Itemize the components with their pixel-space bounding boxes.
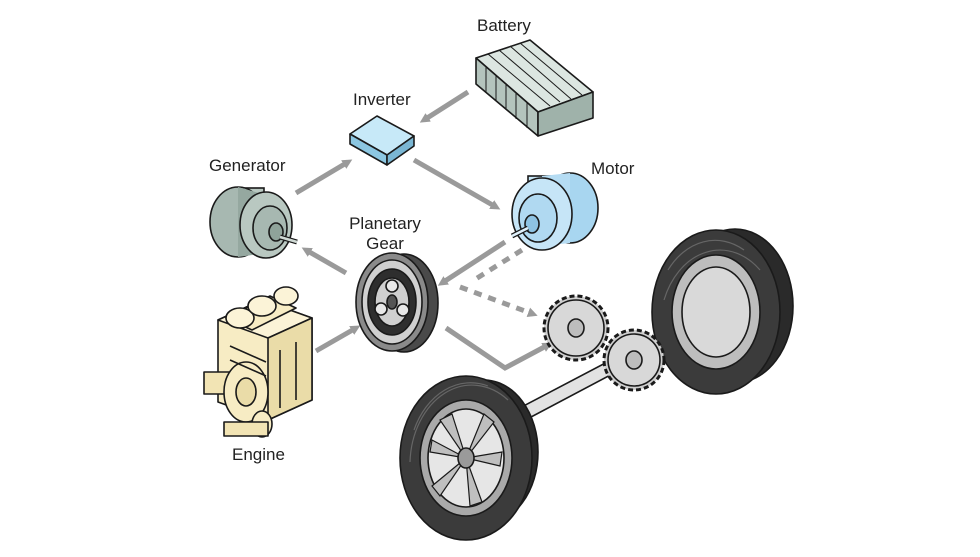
arrow-motor-to-axle-dashed [472, 247, 524, 283]
arrow-engine-to-gear [314, 325, 361, 354]
planetary-gear-label-line1: Planetary [349, 214, 421, 233]
planetary-gear-illustration [355, 252, 439, 353]
flow-arrows [294, 89, 553, 371]
arrow-generator-to-inverter [294, 159, 353, 196]
motor-illustration [510, 172, 599, 251]
generator-label: Generator [209, 156, 286, 175]
arrow-inverter-to-motor [412, 157, 501, 210]
motor-label: Motor [591, 159, 635, 178]
battery-label: Battery [477, 16, 531, 35]
battery-illustration [475, 39, 594, 137]
engine-illustration [203, 286, 313, 438]
arrow-motor-to-wheels-dashed [459, 284, 538, 317]
engine-label: Engine [232, 445, 285, 464]
inverter-label: Inverter [353, 90, 411, 109]
planetary-gear-label: Planetary Gear [340, 214, 430, 254]
planetary-gear-label-line2: Gear [366, 234, 404, 253]
rear-wheel-illustration [651, 228, 794, 395]
arrow-gear-to-wheels [444, 325, 553, 371]
generator-illustration [209, 186, 298, 259]
arrow-gear-to-generator [301, 247, 348, 276]
arrow-motor-to-gear [437, 239, 507, 286]
front-wheel-illustration [399, 375, 539, 541]
inverter-illustration [349, 115, 415, 166]
differential-gears-illustration [542, 294, 666, 392]
arrow-battery-to-inverter [419, 89, 470, 123]
